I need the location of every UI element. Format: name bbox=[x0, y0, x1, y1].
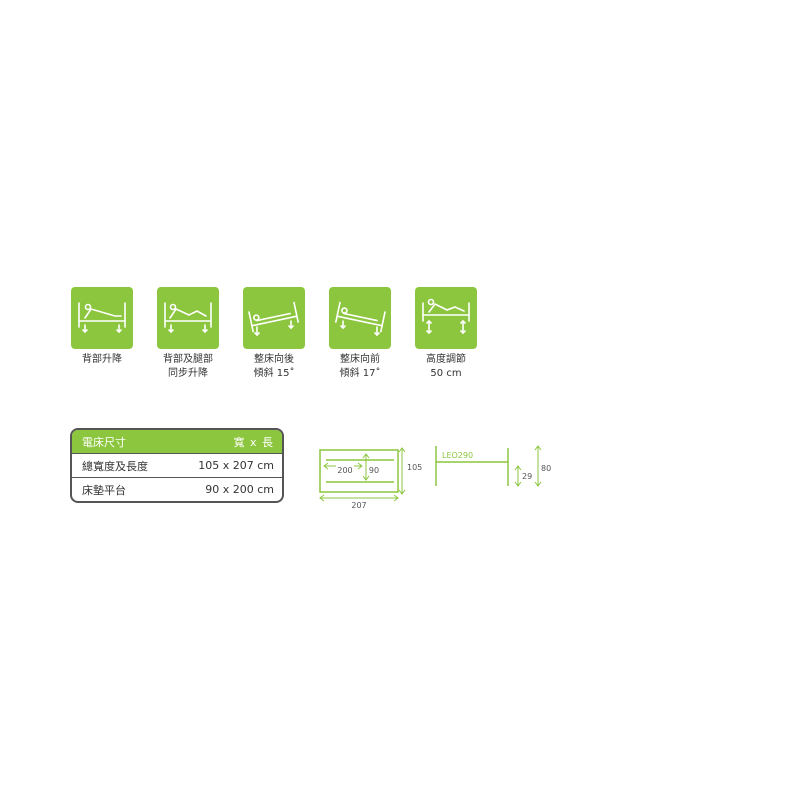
outer-width-label: 105 bbox=[407, 463, 422, 472]
feature-back-and-leg-sync: 背部及腿部 同步升降 bbox=[156, 287, 220, 381]
outer-length-label: 207 bbox=[351, 501, 366, 510]
model-label: LEO290 bbox=[442, 451, 473, 460]
feature-tilt-forward: 整床向前 傾斜 17˚ bbox=[328, 287, 392, 381]
table-row: 床墊平台 90 x 200 cm bbox=[72, 477, 282, 501]
feature-caption: 背部及腿部 同步升降 bbox=[163, 354, 213, 379]
bed-outline bbox=[319, 449, 399, 493]
height-adjust-icon bbox=[415, 287, 477, 349]
top-view-dimension-diagram: 200 90 105 207 bbox=[319, 447, 422, 510]
inner-width-label: 90 bbox=[369, 466, 379, 475]
side-view-dimension-diagram: LEO290 29 80 bbox=[435, 445, 551, 487]
back-and-leg-sync-icon bbox=[157, 287, 219, 349]
inner-length-label: 200 bbox=[337, 466, 352, 475]
row-value: 90 x 200 cm bbox=[205, 483, 274, 496]
table-row: 總寬度及長度 105 x 207 cm bbox=[72, 453, 282, 477]
feature-caption: 整床向前 傾斜 17˚ bbox=[339, 354, 381, 379]
bed-dimensions-table: 電床尺寸 寬 x 長 總寬度及長度 105 x 207 cm 床墊平台 90 x… bbox=[70, 428, 284, 503]
tilt-forward-icon bbox=[329, 287, 391, 349]
feature-height-adjust: 高度調節 50 cm bbox=[414, 287, 478, 381]
row-label: 總寬度及長度 bbox=[82, 459, 148, 473]
feature-caption: 背部升降 bbox=[82, 354, 122, 365]
feature-caption: 高度調節 50 cm bbox=[426, 354, 466, 379]
feature-backrest-lift: 背部升降 bbox=[70, 287, 134, 367]
table-header-label: 電床尺寸 bbox=[82, 435, 126, 449]
backrest-lift-icon bbox=[71, 287, 133, 349]
tilt-back-icon bbox=[243, 287, 305, 349]
total-height-label: 80 bbox=[541, 464, 551, 473]
feature-tilt-back: 整床向後 傾斜 15˚ bbox=[242, 287, 306, 381]
row-label: 床墊平台 bbox=[82, 483, 126, 497]
feature-caption: 整床向後 傾斜 15˚ bbox=[253, 354, 295, 379]
table-header-row: 電床尺寸 寬 x 長 bbox=[72, 430, 282, 453]
table-header-value: 寬 x 長 bbox=[233, 435, 274, 449]
platform-height-label: 29 bbox=[522, 472, 532, 481]
row-value: 105 x 207 cm bbox=[198, 459, 274, 472]
